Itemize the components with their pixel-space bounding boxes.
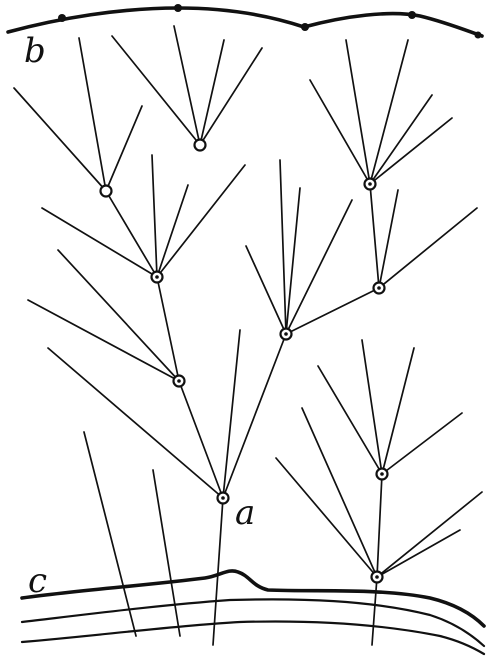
nodes [99,138,389,584]
boundary-b [6,4,484,39]
node [99,184,113,198]
boundary-b-dot [58,14,66,22]
boundary-c [20,569,486,656]
node [279,327,293,341]
label-b: b [24,31,46,71]
label-a: a [235,493,255,533]
boundary-b-dot [301,23,309,31]
boundary-b-dot [474,31,482,39]
branch-lines [13,25,483,646]
node [363,177,377,191]
node [193,138,207,152]
boundary-b-dot [174,4,182,12]
node [375,467,389,481]
node [370,570,384,584]
label-c: c [28,561,47,601]
boundary-b-dot [408,11,416,19]
node [172,374,186,388]
node-a [216,491,230,505]
node [150,270,164,284]
node [372,281,386,295]
